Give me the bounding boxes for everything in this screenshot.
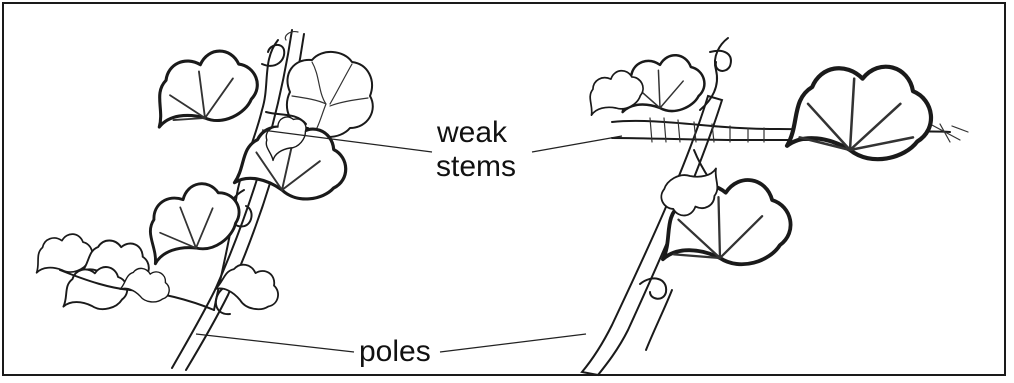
right-leaves <box>581 51 932 271</box>
weak-stems-label-line1: weak <box>437 118 507 148</box>
poles-label: poles <box>359 337 431 367</box>
weak-stems-label-line2: stems <box>436 152 516 182</box>
